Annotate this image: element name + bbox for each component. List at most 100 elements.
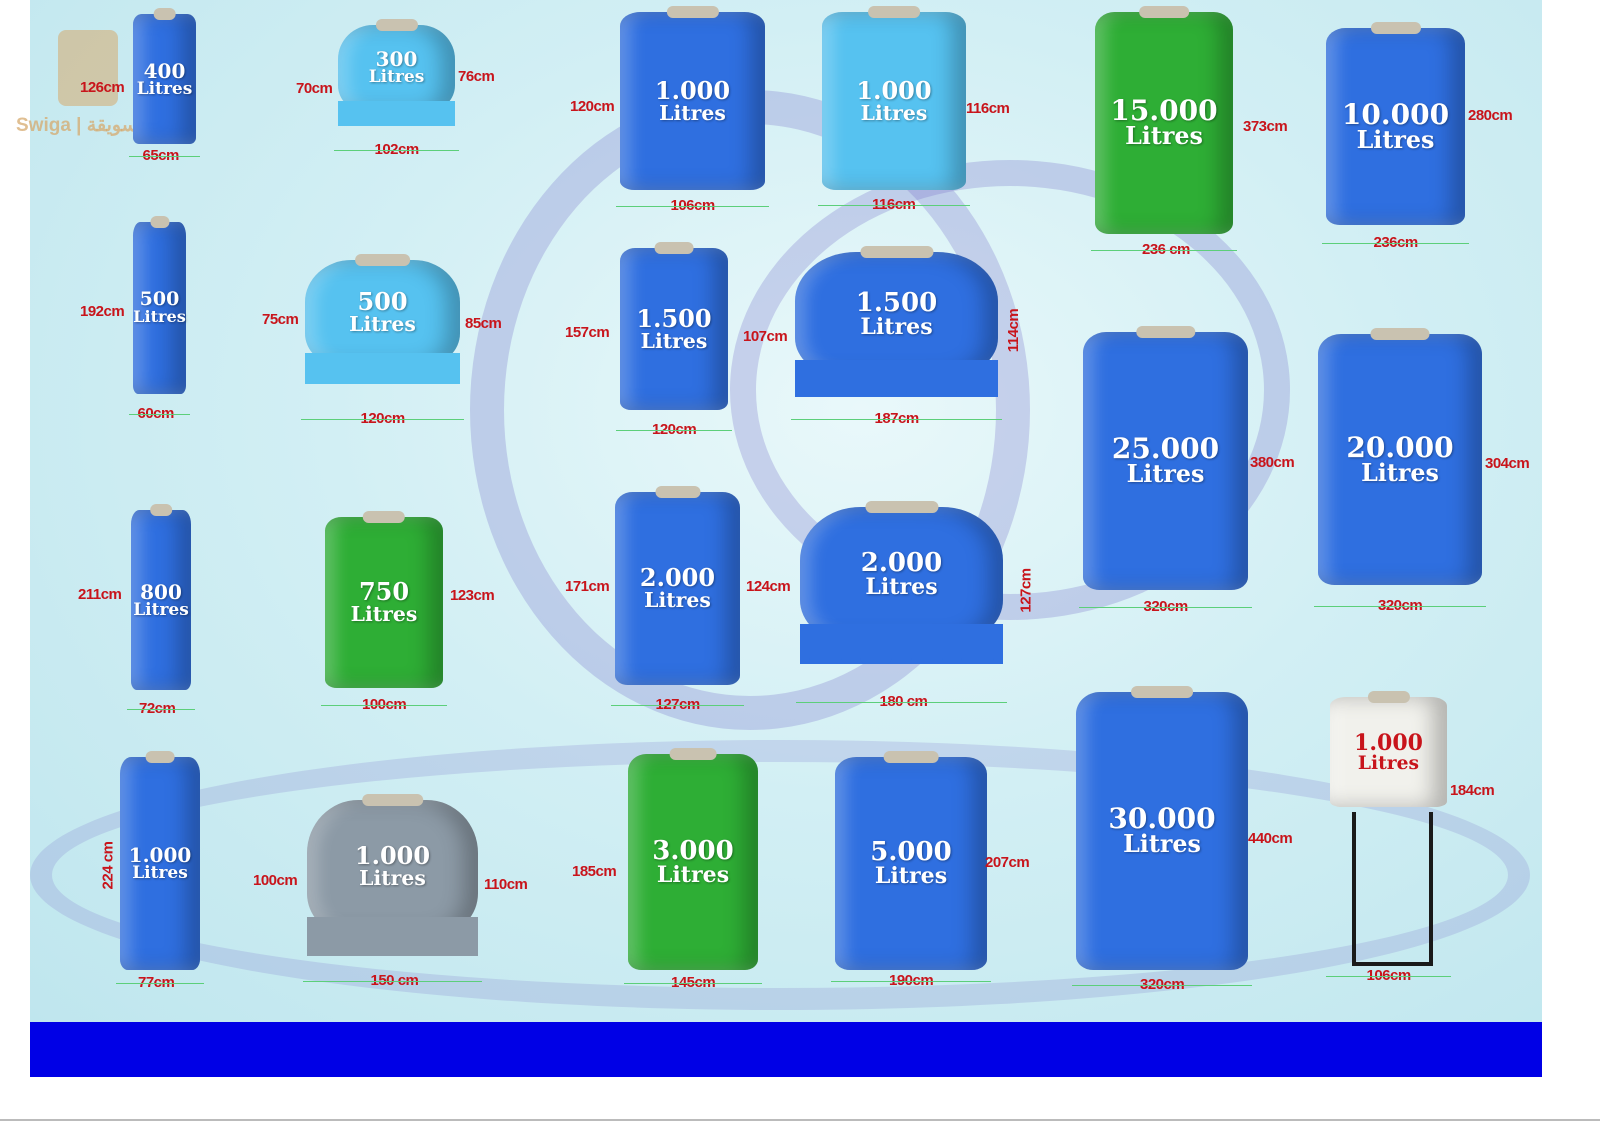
capacity-unit: Litres bbox=[359, 866, 426, 891]
capacity-unit: Litres bbox=[644, 588, 711, 613]
height-dimension-secondary: 114cm bbox=[1005, 308, 1023, 353]
width-dimension: 60cm bbox=[137, 405, 175, 422]
width-dimension: 77cm bbox=[138, 974, 175, 991]
height-dimension: 100cm bbox=[253, 872, 298, 889]
width-dimension: 120cm bbox=[360, 410, 406, 427]
dimension-line bbox=[1079, 607, 1252, 608]
tank-legs bbox=[307, 916, 478, 957]
capacity-value: 1.000 bbox=[354, 841, 431, 871]
capacity-value: 1.000 bbox=[1354, 729, 1423, 756]
height-dimension: 304cm bbox=[1485, 455, 1530, 472]
dimension-line bbox=[831, 981, 991, 982]
capacity-unit: Litres bbox=[133, 599, 189, 620]
capacity-unit: Litres bbox=[133, 307, 186, 327]
tank-legs bbox=[795, 360, 998, 398]
dimension-line bbox=[129, 414, 190, 415]
capacity-value: 500 bbox=[357, 287, 408, 317]
dimension-line bbox=[301, 419, 464, 420]
height-dimension: 440cm bbox=[1248, 830, 1293, 847]
dimension-line bbox=[303, 981, 482, 982]
height-dimension: 126cm bbox=[80, 79, 125, 96]
capacity-unit: Litres bbox=[874, 863, 948, 890]
height-dimension: 224 cm bbox=[99, 841, 117, 890]
width-dimension: 320cm bbox=[1140, 976, 1185, 993]
dimension-line bbox=[611, 705, 744, 706]
dimension-line bbox=[1314, 606, 1486, 607]
height-dimension: 124cm bbox=[746, 578, 791, 595]
tank-legs bbox=[338, 100, 455, 127]
dimension-line bbox=[818, 205, 970, 206]
dimension-line bbox=[1326, 976, 1451, 977]
capacity-value: 25.000 bbox=[1111, 432, 1220, 466]
width-dimension: 320cm bbox=[1143, 598, 1189, 615]
capacity-unit: Litres bbox=[132, 863, 188, 883]
tank-lid-icon bbox=[1135, 326, 1196, 338]
capacity-value: 1.500 bbox=[636, 303, 712, 333]
tank-lid-icon bbox=[1370, 22, 1421, 34]
dimension-line bbox=[334, 150, 459, 151]
width-dimension: 127cm bbox=[655, 696, 701, 713]
dimension-line bbox=[116, 983, 204, 984]
capacity-unit: Litres bbox=[1126, 460, 1205, 489]
height-dimension: 120cm bbox=[570, 98, 615, 115]
capacity-unit: Litres bbox=[659, 100, 726, 125]
capacity-unit: Litres bbox=[860, 313, 933, 340]
capacity-value: 1.000 bbox=[654, 75, 731, 105]
width-dimension: 236 cm bbox=[1142, 241, 1190, 258]
width-dimension: 72cm bbox=[139, 700, 176, 717]
catalog-poster bbox=[30, 0, 1542, 1022]
capacity-unit: Litres bbox=[656, 861, 730, 888]
height-dimension: 123cm bbox=[450, 587, 495, 604]
capacity-value: 500 bbox=[139, 288, 180, 311]
tank-legs bbox=[800, 624, 1003, 665]
capacity-unit: Litres bbox=[865, 573, 938, 600]
capacity-value: 20.000 bbox=[1346, 430, 1454, 464]
height-dimension-secondary: 76cm bbox=[458, 68, 495, 85]
height-dimension: 211cm bbox=[78, 586, 122, 603]
watermark-text: Swiga | سويقة bbox=[16, 115, 138, 136]
tank-stand bbox=[1352, 812, 1433, 966]
tank-lid-icon bbox=[150, 504, 172, 516]
dimension-line bbox=[127, 709, 195, 710]
width-dimension: 180 cm bbox=[879, 693, 928, 710]
dimension-line bbox=[616, 206, 769, 207]
width-dimension: 120cm bbox=[652, 421, 697, 438]
height-dimension: 192cm bbox=[80, 303, 125, 320]
capacity-unit: Litres bbox=[1361, 458, 1439, 487]
capacity-value: 10.000 bbox=[1341, 97, 1450, 131]
capacity-unit: Litres bbox=[1356, 125, 1435, 154]
capacity-unit: Litres bbox=[136, 78, 193, 99]
height-dimension: 184cm bbox=[1450, 782, 1495, 799]
capacity-unit: Litres bbox=[640, 328, 708, 353]
height-dimension-secondary: 110cm bbox=[484, 876, 528, 893]
tank-lid-icon bbox=[1131, 686, 1193, 698]
dimension-line bbox=[1072, 985, 1252, 986]
height-dimension: 373cm bbox=[1243, 118, 1288, 135]
capacity-value: 400 bbox=[143, 58, 186, 83]
dimension-line bbox=[1322, 243, 1469, 244]
capacity-value: 15.000 bbox=[1110, 94, 1218, 128]
tank-lid-icon bbox=[354, 254, 411, 266]
height-dimension-secondary: 85cm bbox=[465, 315, 502, 332]
dimension-line bbox=[624, 983, 762, 984]
width-dimension: 116cm bbox=[872, 196, 916, 213]
width-dimension: 100cm bbox=[362, 696, 407, 713]
tank-lid-icon bbox=[375, 19, 418, 31]
divider bbox=[0, 1119, 1600, 1121]
capacity-value: 750 bbox=[358, 577, 410, 607]
height-dimension: 280cm bbox=[1468, 107, 1513, 124]
width-dimension: 65cm bbox=[142, 147, 180, 164]
capacity-unit: Litres bbox=[860, 100, 928, 125]
